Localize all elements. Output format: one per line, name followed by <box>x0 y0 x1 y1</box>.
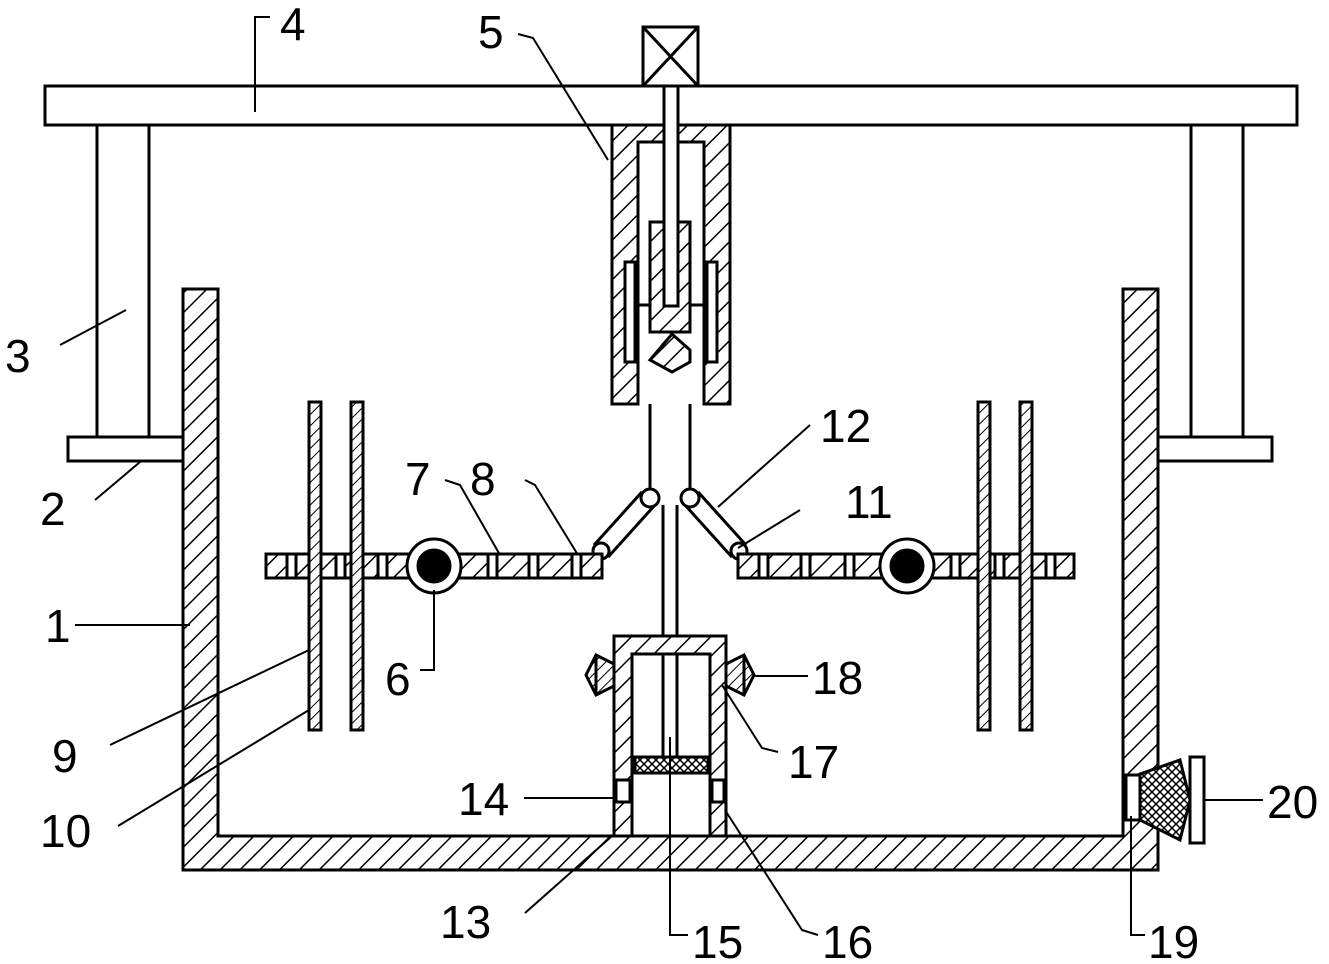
label-7: 7 <box>405 453 431 505</box>
right-nozzle <box>724 652 756 698</box>
right-mount-plate <box>1156 435 1274 463</box>
link-rods <box>591 487 749 561</box>
left-support-column <box>95 123 151 439</box>
right-pivot-bearing <box>878 537 936 595</box>
left-nozzle <box>584 652 616 698</box>
label-1: 1 <box>45 600 71 652</box>
drive-shaft <box>648 84 692 756</box>
label-14: 14 <box>458 773 509 825</box>
label-11: 11 <box>845 476 893 528</box>
label-16: 16 <box>822 916 873 964</box>
label-8: 8 <box>470 453 496 505</box>
label-19: 19 <box>1148 916 1199 964</box>
label-20: 20 <box>1267 776 1318 828</box>
label-18: 18 <box>812 652 863 704</box>
label-4: 4 <box>280 0 306 50</box>
left-mount-plate <box>66 435 185 463</box>
label-3: 3 <box>5 330 31 382</box>
label-2: 2 <box>40 483 66 535</box>
left-pivot-bearing <box>405 537 463 595</box>
label-10: 10 <box>40 805 91 857</box>
motor-box <box>641 25 700 88</box>
label-15: 15 <box>692 916 743 964</box>
reference-labels: 4 5 3 2 1 6 7 8 9 10 11 12 13 14 15 16 1… <box>5 0 1318 964</box>
label-17: 17 <box>788 736 839 788</box>
left-vertical-blades <box>307 400 365 732</box>
leader-lines <box>59 16 1263 936</box>
label-9: 9 <box>52 730 78 782</box>
label-13: 13 <box>440 896 491 948</box>
drain-valve <box>1124 755 1206 845</box>
lower-sleeve <box>612 634 728 838</box>
right-support-column <box>1189 123 1245 439</box>
label-6: 6 <box>385 653 411 705</box>
label-5: 5 <box>478 6 504 58</box>
tank-body <box>181 287 1160 872</box>
label-12: 12 <box>820 400 871 452</box>
right-vertical-blades <box>976 400 1034 732</box>
